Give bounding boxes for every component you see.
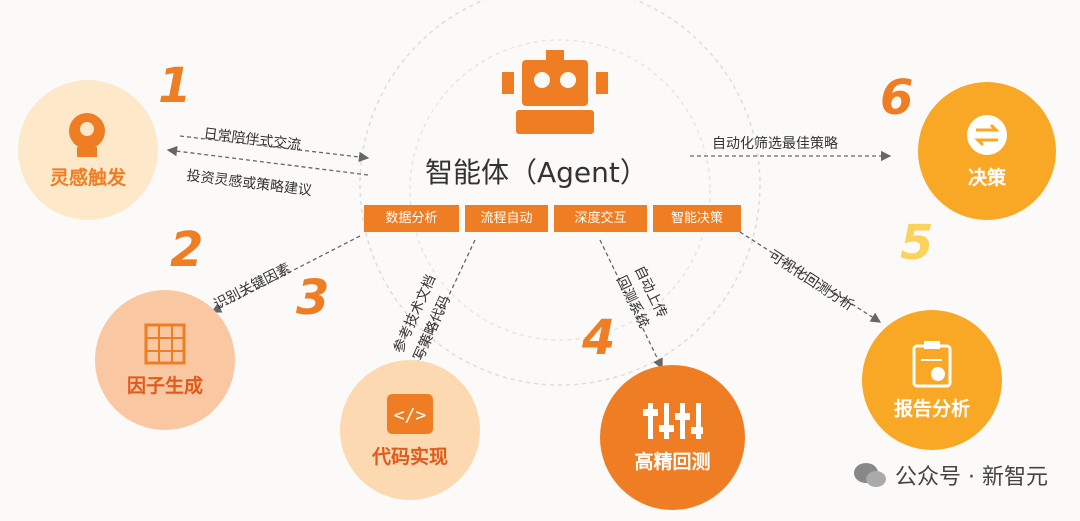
node-factor: 因子生成: [95, 290, 235, 430]
node-inspiration-label: 灵感触发: [49, 166, 126, 189]
grid-chart-icon: [144, 323, 186, 364]
node-backtest-label: 高精回测: [634, 451, 711, 473]
node-decision-label: 决策: [967, 166, 1006, 189]
orbit-ring: [359, 0, 761, 386]
wechat-icon: [854, 463, 887, 487]
tag-smart-decision: 智能决策: [653, 205, 741, 232]
swap-arrows-icon: [967, 114, 1007, 155]
edge-label-6: 自动化筛选最佳策略: [712, 136, 838, 152]
step-number-4: 4: [582, 310, 616, 366]
edge-line-1a: [179, 135, 370, 163]
tag-data-analysis: 数据分析: [364, 205, 459, 232]
edge-line-4: [599, 239, 663, 370]
node-code: </> 代码实现: [340, 360, 480, 500]
report-clipboard-icon: [912, 340, 952, 387]
watermark-text: 公众号 · 新智元: [895, 465, 1048, 490]
node-report: 报告分析: [862, 310, 1002, 450]
lightbulb-head-icon: [69, 112, 105, 157]
robot-icon: [502, 50, 608, 134]
step-number-1: 1: [158, 58, 192, 114]
node-decision: 决策: [918, 82, 1056, 220]
step-number-5: 5: [900, 215, 934, 271]
svg-text:</>: </>: [394, 405, 427, 426]
step-number-2: 2: [170, 222, 204, 278]
node-backtest: 高精回测: [600, 365, 745, 510]
agent-title: 智能体（Agent）: [425, 156, 648, 189]
tag-deep-interaction: 深度交互: [554, 205, 647, 232]
node-code-label: 代码实现: [371, 445, 448, 468]
step-number-6: 6: [880, 70, 914, 126]
node-report-label: 报告分析: [893, 397, 970, 420]
edge-line-3: [409, 239, 476, 380]
edge-line-1b: [166, 145, 369, 176]
step-number-3: 3: [296, 270, 330, 326]
sliders-icon: [642, 403, 703, 439]
tag-process-automation: 流程自动: [465, 205, 548, 232]
node-factor-label: 因子生成: [126, 374, 203, 397]
node-inspiration: 灵感触发: [18, 80, 158, 220]
watermark: 公众号 · 新智元: [853, 459, 1048, 491]
orbit-ring-inner: [409, 39, 711, 341]
code-icon: </>: [387, 393, 433, 434]
